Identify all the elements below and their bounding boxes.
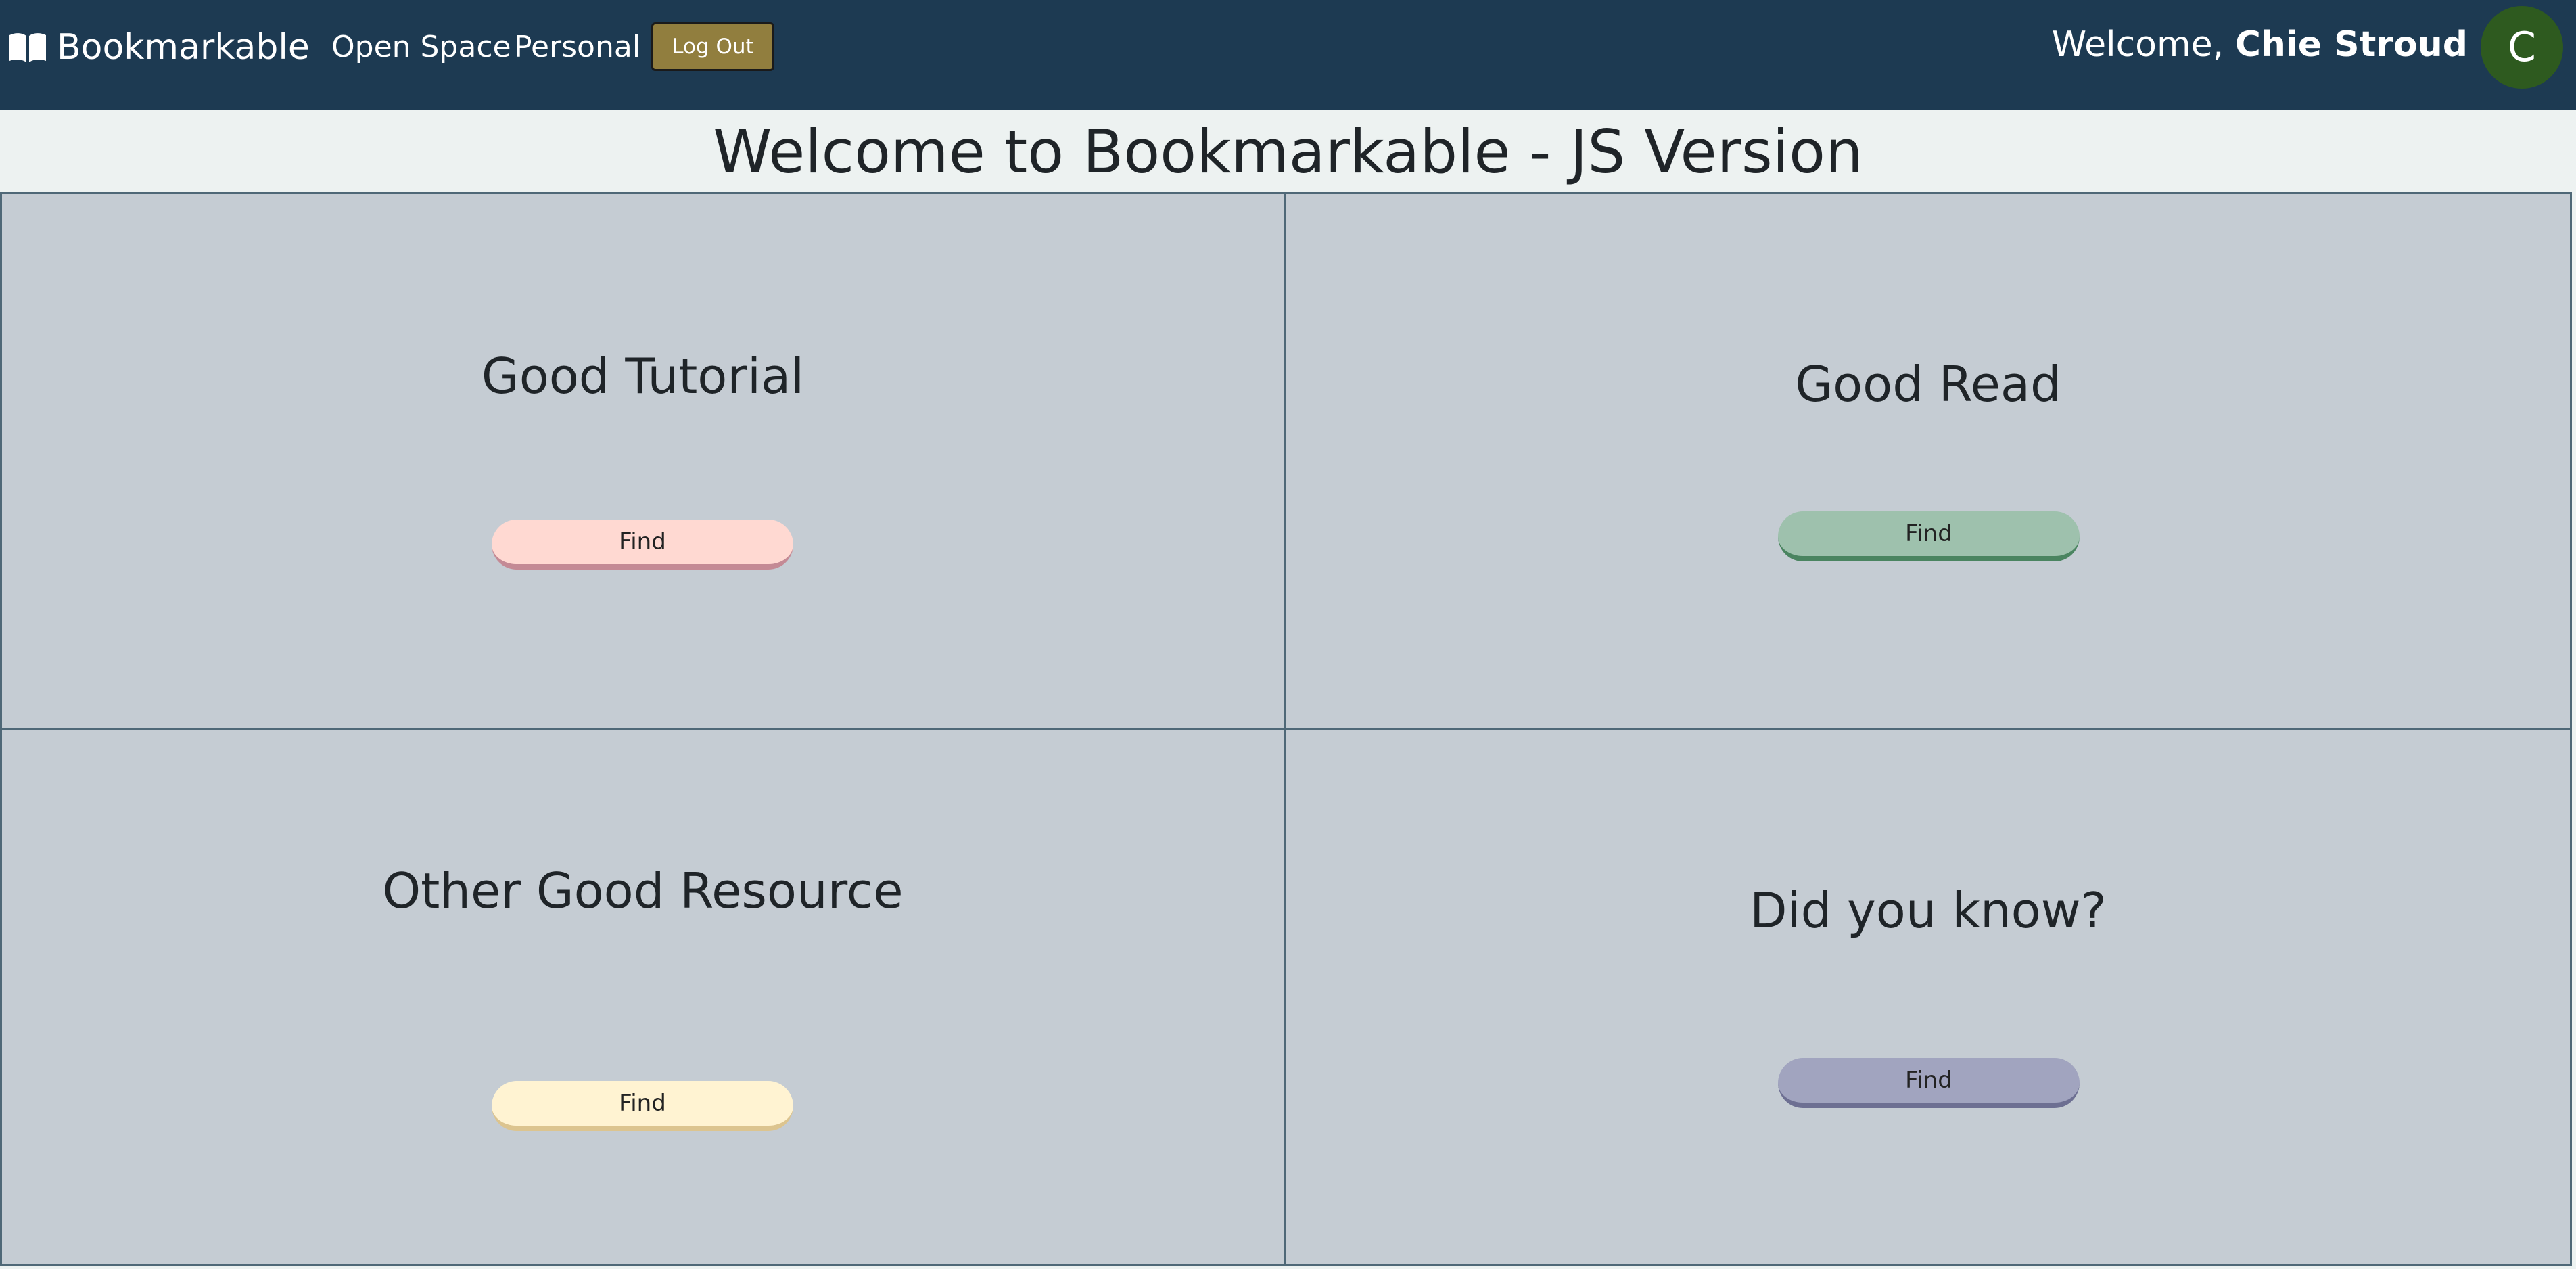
- panel-good-read: Good Read Find: [1284, 192, 2572, 730]
- nav-link-personal[interactable]: Personal: [514, 30, 641, 64]
- brand-name: Bookmarkable: [57, 27, 310, 68]
- panel-title: Did you know?: [1750, 882, 2107, 939]
- avatar[interactable]: C: [2481, 6, 2563, 89]
- panel-title: Other Good Resource: [382, 862, 904, 919]
- welcome-message: Welcome, Chie Stroud: [2052, 24, 2468, 65]
- brand-link[interactable]: Bookmarkable: [8, 26, 310, 69]
- find-button[interactable]: Find: [1778, 511, 2080, 561]
- nav-link-open-space[interactable]: Open Space: [331, 30, 511, 64]
- welcome-prefix: Welcome,: [2051, 24, 2235, 65]
- panel-other-good-resource: Other Good Resource Find: [0, 728, 1286, 1266]
- find-button[interactable]: Find: [492, 520, 793, 570]
- open-book-icon: [8, 31, 47, 64]
- logout-button[interactable]: Log Out: [651, 22, 774, 71]
- page-title: Welcome to Bookmarkable - JS Version: [713, 117, 1863, 187]
- panel-good-tutorial: Good Tutorial Find: [0, 192, 1286, 730]
- find-button[interactable]: Find: [1778, 1058, 2080, 1108]
- top-navbar: Bookmarkable Open Space Personal Log Out…: [0, 0, 2576, 110]
- panel-title: Good Read: [1795, 356, 2061, 413]
- panel-did-you-know: Did you know? Find: [1284, 728, 2572, 1266]
- user-name: Chie Stroud: [2234, 24, 2468, 65]
- panel-title: Good Tutorial: [481, 348, 805, 405]
- find-button[interactable]: Find: [492, 1081, 793, 1131]
